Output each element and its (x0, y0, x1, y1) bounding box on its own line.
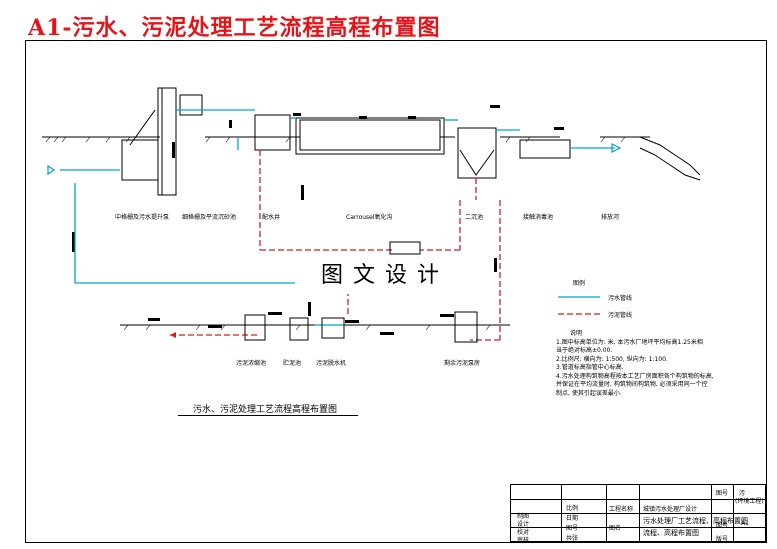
label-secondary-clarifier: 二沉池 (465, 214, 484, 221)
tb-col2-b: 日期 (566, 515, 579, 522)
tb-project-label: 工程名称 (609, 506, 634, 513)
tb-col2-a: 比例 (566, 505, 579, 512)
tb-col2-d: 共张 (566, 535, 579, 542)
tb-no-label: 图号 (716, 522, 729, 529)
note-line: 3.管道标高指管中心标高. (556, 364, 624, 371)
tb-sheet-label: 图号 (716, 490, 729, 497)
notes-block: 说明 1.图中标高单位为: 米, 本污水厂地坪平均标高1.25米相 当于绝对标高… (556, 330, 716, 398)
tb-col2-c: 图号 (566, 525, 579, 532)
tb-drawing2: 流程、高程布置图 (643, 529, 699, 537)
drawing-frame (25, 40, 767, 543)
label-thickener: 污泥浓缩池 (236, 360, 267, 367)
tb-project: 城镇污水处理厂设计 (643, 506, 698, 513)
tb-sheet: A1 (741, 520, 749, 527)
label-coarse-screen: 中格栅及污水提升泵 (115, 214, 170, 221)
note-line: 当于绝对标高±0.00. (556, 347, 613, 354)
tb-dept2: (环境工程) (735, 498, 764, 505)
watermark: 图文设计 (295, 258, 475, 294)
title-block: 制图 设计 校对 审核 比例 日期 图号 共张 工程名称 图名 城镇污水处理厂设… (510, 484, 766, 544)
page-title: A1-污水、污泥处理工艺流程高程布置图 (28, 15, 441, 41)
tb-row4: 审核 (517, 537, 530, 544)
label-fine-screen: 细格栅及平流沉砂池 (182, 214, 237, 221)
sludge-lines (170, 150, 600, 341)
label-sludge-pump: 剩余污泥泵房 (444, 360, 481, 367)
label-river: 排放河 (601, 214, 620, 221)
tb-dept: 污 (739, 490, 746, 497)
note-line: 1.图中标高单位为: 米, 本污水厂地坪平均标高1.25米相 (556, 338, 703, 346)
note-line: 2.比例尺: 横向为: 1:500, 纵向为: 1:100. (556, 355, 668, 363)
note-line: 制点, 使其引起误差最小. (556, 389, 622, 397)
drawing-title: 污水、污泥处理工艺流程高程布置图 (193, 405, 338, 415)
tb-row3: 校对 (517, 529, 530, 536)
notes-title: 说明 (570, 330, 583, 337)
legend-title: 图例 (573, 280, 586, 287)
label-disinfection-tank: 接触消毒池 (523, 214, 554, 221)
note-line: 4.污水处理构筑物高程按本工艺厂房面积各个构筑物的标高, (556, 372, 714, 380)
legend-water: 污水管线 (608, 295, 633, 302)
legend-sludge: 污泥管线 (608, 312, 633, 319)
tb-row2: 设计 (517, 521, 530, 528)
label-oxidation-ditch: Carrousel氧化沟 (346, 214, 393, 221)
water-lines (60, 109, 615, 326)
tb-rev-label: 版号 (716, 536, 729, 543)
tb-drawing-label: 图名 (609, 525, 622, 532)
label-sludge-tank: 贮泥池 (283, 360, 302, 367)
note-line: 并保证在平均流量时, 构筑物间构筑物, 必须采用同一个控 (556, 381, 708, 388)
label-distribution-well: 配水井 (262, 214, 281, 221)
drawing-title-underline (178, 415, 358, 416)
tb-row1: 制图 (517, 513, 530, 520)
tb-drawing: 污水处理厂工艺流程、高程布置图 (643, 517, 748, 525)
label-dewatering: 污泥脱水机 (316, 360, 347, 367)
